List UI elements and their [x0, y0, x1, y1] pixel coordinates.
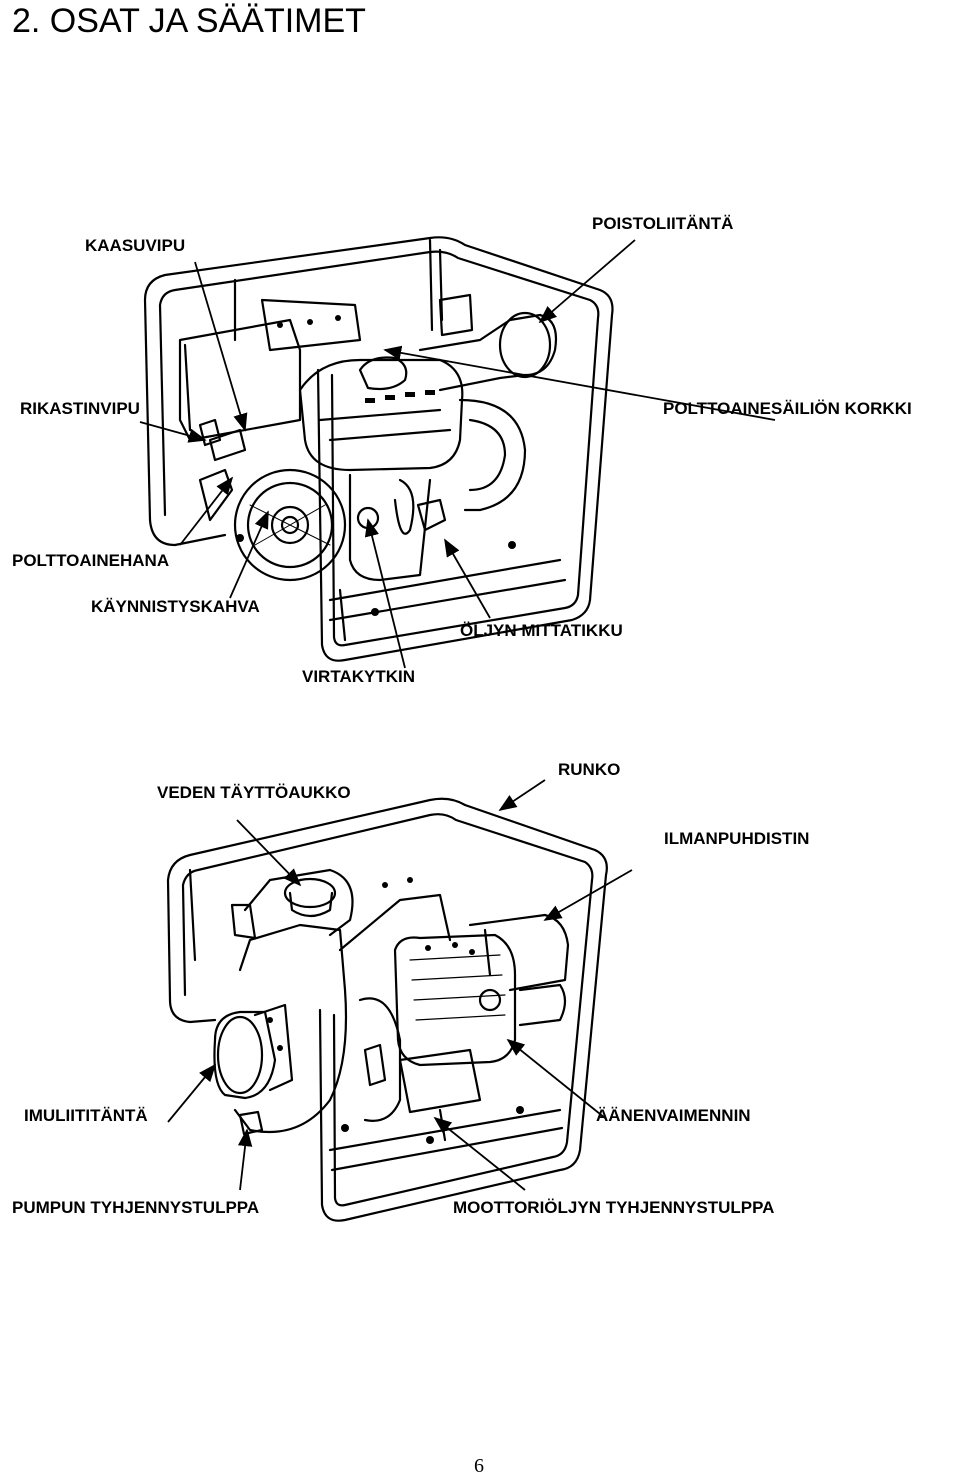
leader-outlet [538, 239, 636, 324]
leader-priming [236, 819, 302, 887]
label-choke: RIKASTINVIPU [20, 399, 140, 418]
label-dipstick: ÖLJYN MITTATIKKU [460, 621, 623, 640]
label-air-cleaner: ILMANPUHDISTIN [664, 829, 810, 848]
label-muffler: ÄÄNENVAIMENNIN [596, 1106, 751, 1125]
leader-oil-drain [433, 1116, 526, 1191]
leader-starter [229, 510, 269, 599]
leader-pump-drain [237, 1128, 253, 1191]
leader-throttle [194, 261, 248, 432]
leader-dipstick [444, 538, 491, 619]
page-number: 6 [474, 1455, 484, 1477]
label-starter: KÄYNNISTYSKAHVA [91, 597, 260, 616]
label-frame: RUNKO [558, 760, 621, 779]
label-outlet: POISTOLIITÄNTÄ [592, 214, 734, 233]
leader-choke [139, 421, 207, 443]
leader-switch [364, 518, 406, 669]
label-switch: VIRTAKYTKIN [302, 667, 416, 686]
leader-intake [167, 1063, 217, 1123]
label-intake: IMULIITITÄNTÄ [24, 1106, 148, 1125]
leader-muffler [506, 1038, 606, 1119]
label-fuel-cap: POLTTOAINESÄILIÖN KORKKI [663, 399, 912, 418]
label-pump-drain: PUMPUN TYHJENNYSTULPPA [12, 1198, 260, 1217]
leader-fuel-valve [179, 476, 234, 546]
leader-frame [498, 779, 546, 811]
page-title: 2. OSAT JA SÄÄTIMET [12, 2, 366, 40]
leader-fuel-cap [383, 345, 776, 421]
label-fuel-valve: POLTTOAINEHANA [12, 551, 170, 570]
label-oil-drain: MOOTTORIÖLJYN TYHJENNYSTULPPA [453, 1198, 775, 1217]
frame-tube-inner [158, 250, 600, 647]
leader-air-cleaner [543, 869, 633, 921]
pump-illustration-bottom [166, 797, 608, 1222]
label-throttle: KAASUVIPU [85, 236, 186, 255]
label-priming: VEDEN TÄYTTÖAUKKO [157, 783, 351, 802]
frame-tube [143, 236, 614, 662]
